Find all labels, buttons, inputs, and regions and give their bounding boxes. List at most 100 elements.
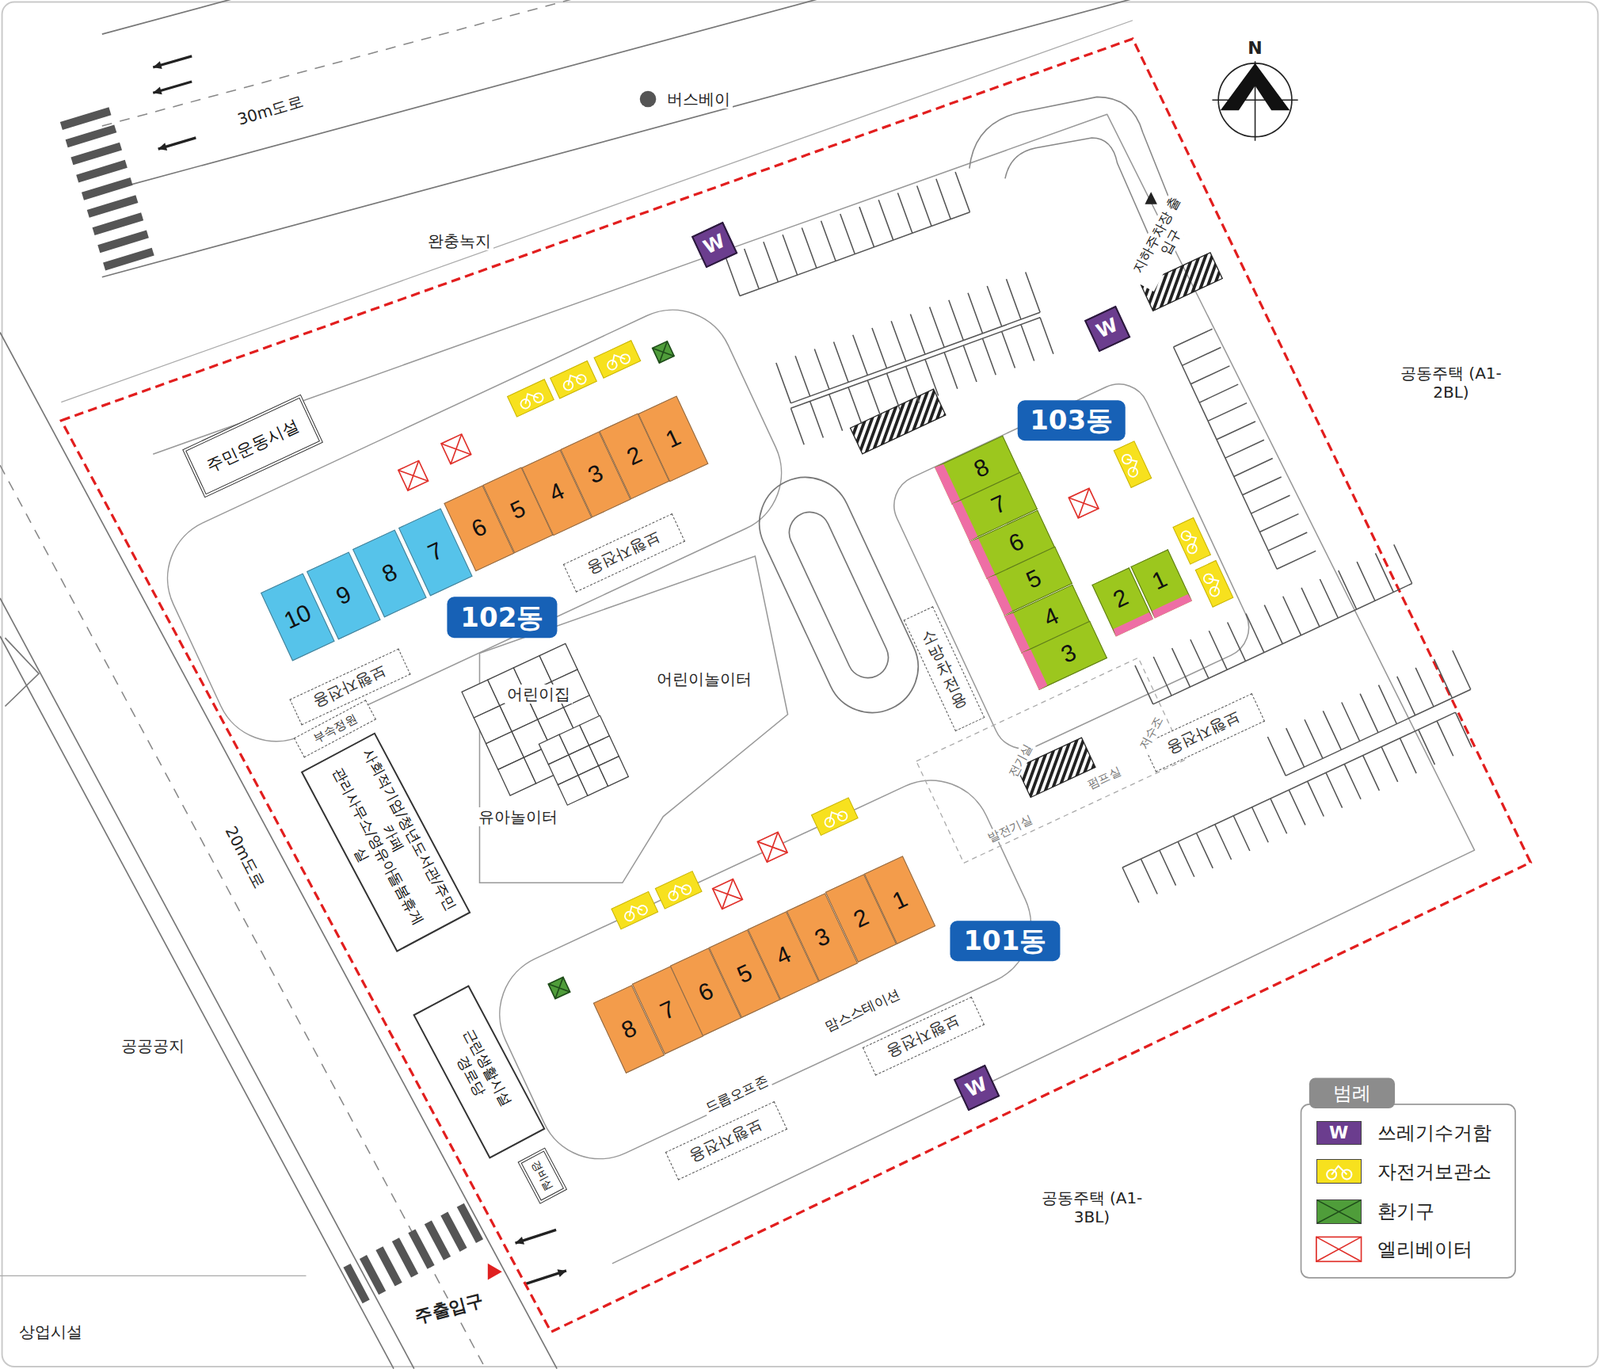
node-text: 3	[800, 917, 845, 957]
traffic-island	[4, 637, 39, 706]
bicycle-storage	[507, 379, 555, 417]
node-text: 1	[651, 419, 696, 459]
node-text: 4	[535, 472, 580, 513]
node-text: 6	[684, 971, 728, 1012]
facility-name: 어린이집	[504, 684, 573, 704]
elevator-symbol-box	[757, 831, 788, 862]
legend-swatch	[1316, 1158, 1362, 1184]
crosswalk-stripe	[76, 160, 128, 183]
area-name: 완충녹지	[425, 231, 494, 251]
bicycle-storage-box	[1173, 517, 1211, 564]
bicycle-storage	[611, 891, 659, 929]
road-arrow-head	[556, 1268, 566, 1277]
lane-line	[0, 464, 486, 1368]
elevator-symbol	[398, 460, 429, 491]
bicycle-storage-box	[550, 361, 598, 399]
compass-cross	[1211, 60, 1298, 141]
inner-drive	[152, 114, 1475, 1264]
parking-stalls	[776, 271, 1040, 403]
lot-line	[0, 1275, 306, 1277]
crosswalk-stripe	[457, 1203, 484, 1243]
node-text: 2	[1100, 579, 1142, 619]
node-text: 2	[839, 898, 884, 938]
elevator-symbol-cross	[441, 434, 472, 465]
bicycle-storage	[1195, 560, 1233, 608]
building-walkway	[147, 289, 802, 762]
vent-symbol-box	[548, 976, 570, 999]
crosswalk-stripe	[92, 212, 145, 236]
legend-tab	[1309, 1077, 1395, 1109]
crosswalk-stripe	[97, 230, 149, 254]
building-badge: 102동	[446, 597, 557, 639]
bicycle-wheel	[666, 889, 679, 902]
node-text: 103동	[1023, 404, 1120, 436]
road-edge	[102, 0, 1143, 35]
entrance-mark	[1144, 191, 1157, 204]
vent-icon	[1317, 1200, 1361, 1223]
parking-stalls	[790, 317, 1053, 446]
bicycle-storage-box	[1113, 441, 1151, 488]
bicycle-storage-box	[1195, 560, 1233, 608]
vent-symbol-cross	[652, 341, 675, 363]
bicycle-storage-box	[594, 340, 641, 378]
area-name: 공공공지	[118, 1036, 187, 1056]
elevator-symbol-box	[441, 434, 472, 465]
bicycle-frame	[1185, 532, 1200, 549]
node-text: 9	[320, 575, 368, 617]
building-badge: 101동	[949, 920, 1060, 962]
legend-box	[1301, 1104, 1517, 1278]
bicycle-frame	[1208, 575, 1223, 592]
accessible-parking	[850, 388, 946, 454]
parking-stalls	[1267, 650, 1471, 776]
crosswalk-stripe	[65, 124, 118, 148]
area-name: 어린이놀이터	[654, 669, 755, 689]
area-name: 공동주택 (A1-3BL)	[1033, 1188, 1151, 1227]
node-text: 1	[1139, 560, 1181, 600]
place-name: 버스베이	[664, 89, 733, 109]
road-arrow-head	[152, 86, 162, 95]
bike-frame	[1331, 1165, 1347, 1175]
bike-icon	[1317, 1159, 1361, 1183]
area-name: 유아놀이터	[476, 807, 560, 827]
bicycle-storage	[811, 797, 858, 835]
bicycle-storage-box	[611, 891, 659, 929]
node-text: 5	[496, 490, 541, 530]
elevator-symbol	[441, 434, 472, 465]
vent-symbol-cross	[548, 976, 570, 999]
ramp-drive	[969, 96, 1185, 235]
crosswalk-stripe	[60, 106, 112, 130]
crosswalk	[342, 1203, 484, 1304]
road-curb	[102, 0, 1143, 278]
elevator-symbol-box	[712, 879, 743, 910]
node-text: W	[1088, 312, 1127, 346]
elevator-symbol-cross	[398, 460, 429, 491]
building-grid-cell	[598, 756, 629, 787]
bicycle-frame	[826, 808, 843, 823]
node-text: 101동	[956, 925, 1054, 957]
building-badge: 103동	[1017, 400, 1126, 442]
vent-symbol	[652, 341, 675, 363]
node-text: 5	[723, 953, 767, 994]
area-name: 공동주택 (A1-2BL)	[1392, 363, 1510, 402]
elevator-symbol-box	[1068, 487, 1099, 519]
crosswalk-stripe	[70, 142, 122, 166]
bicycle-frame	[625, 902, 643, 916]
site-boundary	[60, 38, 1531, 1332]
node-text: 2	[613, 436, 657, 477]
bicycle-storage	[1173, 517, 1211, 564]
bus-bay-dot	[640, 91, 657, 108]
bicycle-frame	[670, 882, 687, 896]
road-arrow-head	[158, 142, 168, 151]
road-curb	[0, 598, 415, 1369]
node-text: 6	[457, 508, 502, 549]
legend-elevator-cross	[1316, 1236, 1362, 1261]
road-arrow-head	[515, 1236, 525, 1245]
legend-elevator-symbol	[1316, 1236, 1362, 1261]
bicycle-wheel	[1202, 572, 1215, 585]
bicycle-storage	[550, 361, 598, 399]
legend-text: 환기구	[1377, 1200, 1435, 1223]
north-mark: N	[1245, 37, 1265, 58]
crosswalk	[60, 106, 155, 271]
bicycle-storage	[655, 871, 702, 909]
